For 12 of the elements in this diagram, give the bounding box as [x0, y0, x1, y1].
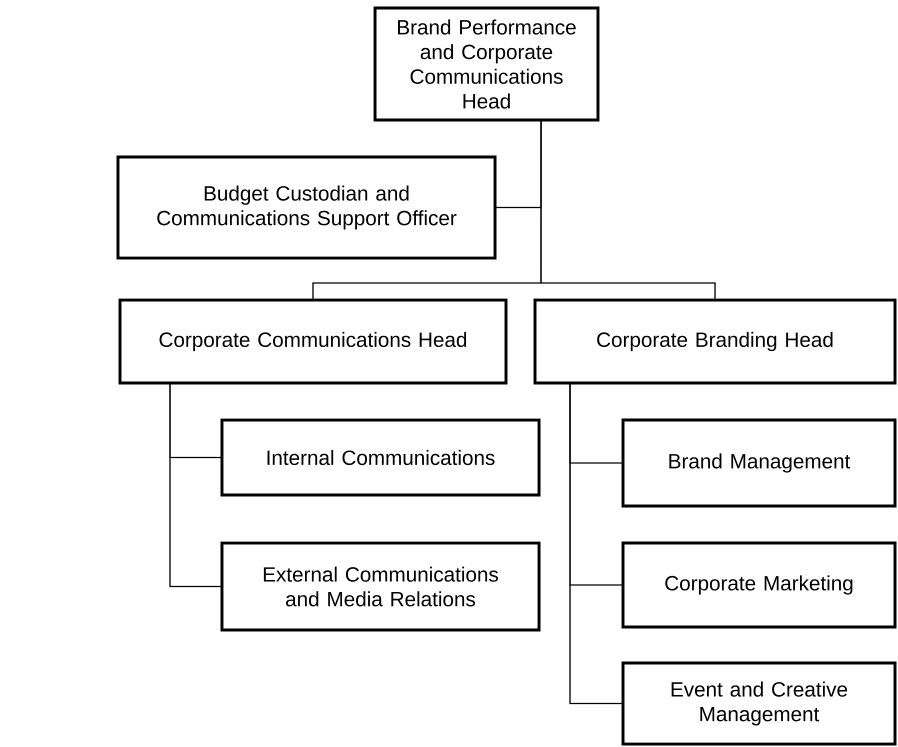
org-box: Event and Creative Management	[622, 662, 896, 746]
org-box: Internal Communications	[220, 418, 540, 496]
org-box: Corporate Marketing	[622, 542, 896, 628]
connector-line	[569, 384, 622, 704]
connector-line	[540, 121, 716, 299]
connector-line	[169, 384, 220, 588]
org-box: Budget Custodian and Communications Support Officer	[116, 156, 497, 260]
org-box: Brand Management	[622, 418, 896, 508]
org-box: Corporate Communications Head	[118, 298, 508, 384]
org-box: Brand Performance and Corporate Communications Head	[374, 6, 600, 122]
org-box: External Communications and Media Relations	[220, 542, 540, 632]
org-box: Corporate Branding Head	[534, 298, 896, 384]
